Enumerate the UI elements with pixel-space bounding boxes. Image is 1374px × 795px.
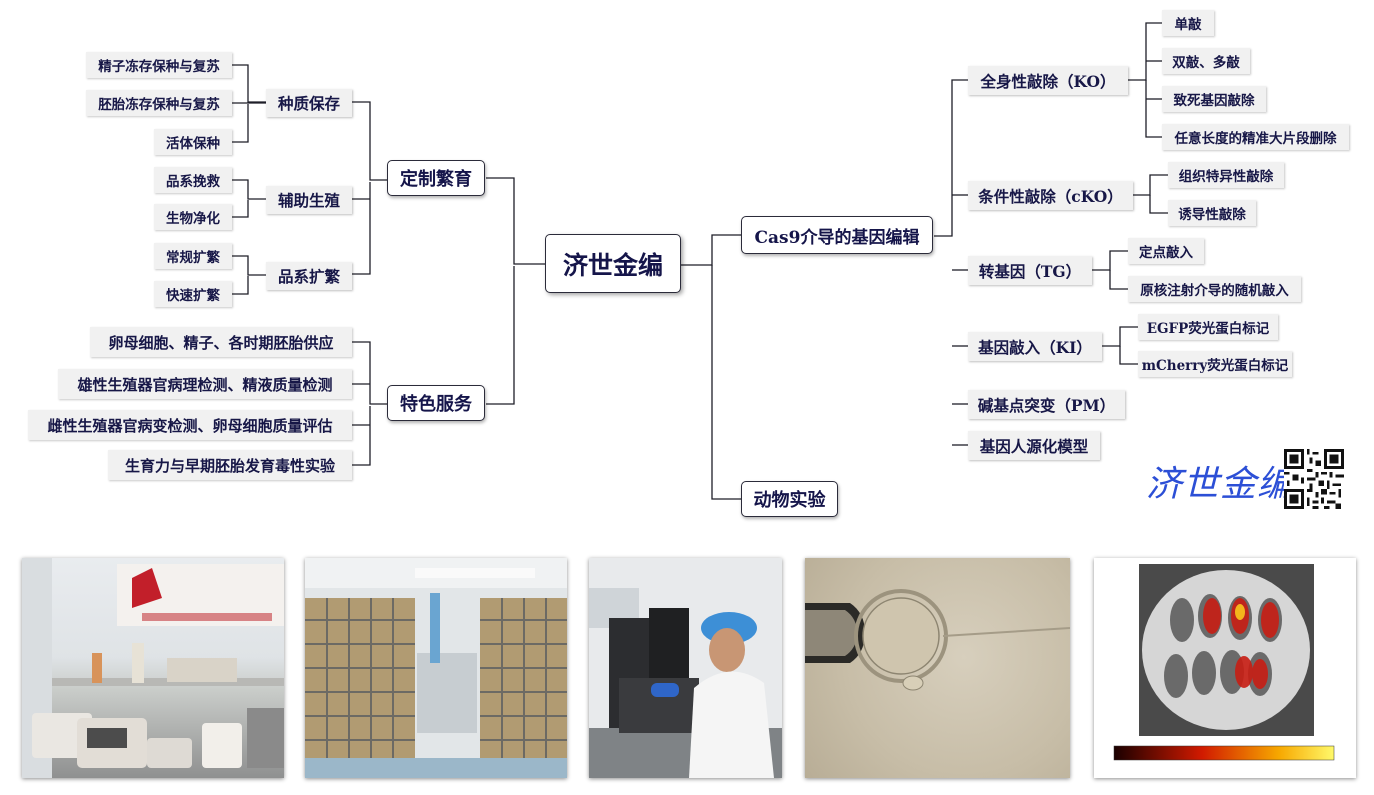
- leaf-tissue-specific[interactable]: 组织特异性敲除: [1168, 162, 1284, 188]
- tg-label: 转基因（TG）: [978, 261, 1082, 281]
- ko-node[interactable]: 全身性敲除（KO）: [968, 66, 1128, 95]
- leaf-egfp[interactable]: EGFP荧光蛋白标记: [1138, 314, 1278, 340]
- leaf-label: 胚胎冻存保种与复苏: [98, 97, 220, 113]
- cas9-editing-node[interactable]: Cas9介导的基因编辑: [741, 216, 933, 254]
- leaf-label: 原核注射介导的随机敲入: [1140, 283, 1289, 299]
- leaf-rapid-expansion[interactable]: 快速扩繁: [154, 281, 232, 307]
- lab-bench-photo: [22, 558, 284, 778]
- cko-label: 条件性敲除（cKO）: [978, 186, 1123, 206]
- ki-node[interactable]: 基因敲入（KI）: [968, 332, 1102, 361]
- mouse-cage-rack-photo: [305, 558, 567, 778]
- leaf-pronuclear-random[interactable]: 原核注射介导的随机敲入: [1128, 276, 1301, 302]
- leaf-label: 诱导性敲除: [1178, 207, 1246, 223]
- ki-label: 基因敲入（KI）: [978, 337, 1092, 357]
- strain-expansion-node[interactable]: 品系扩繁: [266, 262, 352, 290]
- cas9-editing-label: Cas9介导的基因编辑: [754, 227, 920, 248]
- leaf-label: 快速扩繁: [166, 288, 220, 304]
- root-label: 济世金编: [562, 250, 663, 280]
- fluorescence-imaging-photo: [1094, 558, 1356, 778]
- leaf-label: 组织特异性敲除: [1178, 169, 1274, 185]
- leaf-label: 生育力与早期胚胎发育毒性实验: [124, 456, 335, 475]
- strain-expansion-label: 品系扩繁: [277, 267, 340, 286]
- custom-breeding-label: 定制繁育: [400, 169, 472, 190]
- tg-node[interactable]: 转基因（TG）: [968, 256, 1092, 285]
- pm-label: 碱基点突变（PM）: [977, 395, 1116, 415]
- assisted-reproduction-label: 辅助生殖: [277, 191, 340, 210]
- leaf-label: 双敲、多敲: [1172, 55, 1240, 71]
- leaf-label: 定点敲入: [1139, 245, 1193, 261]
- cko-node[interactable]: 条件性敲除（cKO）: [968, 181, 1133, 210]
- leaf-label: 精子冻存保种与复苏: [98, 59, 220, 75]
- microscope-technician-photo: [589, 558, 782, 778]
- oocyte-microinjection-photo: [805, 558, 1070, 778]
- leaf-label: 常规扩繁: [166, 250, 220, 266]
- leaf-large-deletion[interactable]: 任意长度的精准大片段删除: [1162, 124, 1349, 150]
- humanized-node[interactable]: 基因人源化模型: [968, 431, 1100, 460]
- mindmap-connectors: [232, 22, 1168, 500]
- leaf-embryo-cryo[interactable]: 胚胎冻存保种与复苏: [86, 90, 232, 116]
- leaf-label: mCherry荧光蛋白标记: [1141, 358, 1289, 374]
- special-services-node[interactable]: 特色服务: [387, 385, 485, 421]
- animal-experiment-label: 动物实验: [753, 490, 826, 511]
- leaf-fertility-toxicity[interactable]: 生育力与早期胚胎发育毒性实验: [108, 450, 352, 480]
- humanized-label: 基因人源化模型: [979, 436, 1089, 456]
- assisted-reproduction-node[interactable]: 辅助生殖: [266, 186, 352, 214]
- leaf-site-knockin[interactable]: 定点敲入: [1128, 238, 1204, 264]
- ko-label: 全身性敲除（KO）: [980, 71, 1116, 91]
- leaf-sperm-cryo[interactable]: 精子冻存保种与复苏: [86, 52, 232, 78]
- leaf-label: 致死基因敲除: [1173, 93, 1255, 109]
- leaf-oocyte-supply[interactable]: 卵母细胞、精子、各时期胚胎供应: [90, 327, 352, 357]
- leaf-single-ko[interactable]: 单敲: [1162, 10, 1214, 36]
- leaf-label: 雌性生殖器官病变检测、卵母细胞质量评估: [47, 416, 333, 435]
- pm-node[interactable]: 碱基点突变（PM）: [968, 390, 1125, 419]
- leaf-double-ko[interactable]: 双敲、多敲: [1162, 48, 1250, 74]
- animal-experiment-node[interactable]: 动物实验: [741, 481, 838, 517]
- leaf-bio-purification[interactable]: 生物净化: [154, 204, 232, 230]
- brand-signature: 济世金编: [1146, 464, 1295, 505]
- special-services-label: 特色服务: [400, 394, 472, 415]
- leaf-label: 活体保种: [166, 136, 220, 152]
- leaf-male-pathology[interactable]: 雄性生殖器官病理检测、精液质量检测: [58, 369, 352, 399]
- germplasm-node[interactable]: 种质保存: [266, 89, 352, 117]
- leaf-female-pathology[interactable]: 雌性生殖器官病变检测、卵母细胞质量评估: [28, 410, 352, 440]
- leaf-lethal-ko[interactable]: 致死基因敲除: [1162, 86, 1266, 112]
- leaf-label: 生物净化: [166, 211, 220, 227]
- leaf-label: 任意长度的精准大片段删除: [1174, 131, 1337, 147]
- leaf-regular-expansion[interactable]: 常规扩繁: [154, 243, 232, 269]
- leaf-label: 品系挽救: [166, 174, 220, 190]
- leaf-strain-rescue[interactable]: 品系挽救: [154, 167, 232, 193]
- leaf-label: 雄性生殖器官病理检测、精液质量检测: [77, 375, 333, 394]
- custom-breeding-node[interactable]: 定制繁育: [387, 160, 485, 196]
- leaf-label: 卵母细胞、精子、各时期胚胎供应: [108, 333, 334, 352]
- leaf-label: EGFP荧光蛋白标记: [1146, 321, 1270, 337]
- root-node[interactable]: 济世金编: [545, 234, 681, 293]
- leaf-live-preservation[interactable]: 活体保种: [154, 129, 232, 155]
- leaf-label: 单敲: [1174, 17, 1202, 33]
- leaf-inducible[interactable]: 诱导性敲除: [1168, 200, 1256, 226]
- leaf-mcherry[interactable]: mCherry荧光蛋白标记: [1138, 351, 1292, 377]
- germplasm-label: 种质保存: [277, 94, 340, 113]
- qr-code-icon[interactable]: [1284, 449, 1344, 509]
